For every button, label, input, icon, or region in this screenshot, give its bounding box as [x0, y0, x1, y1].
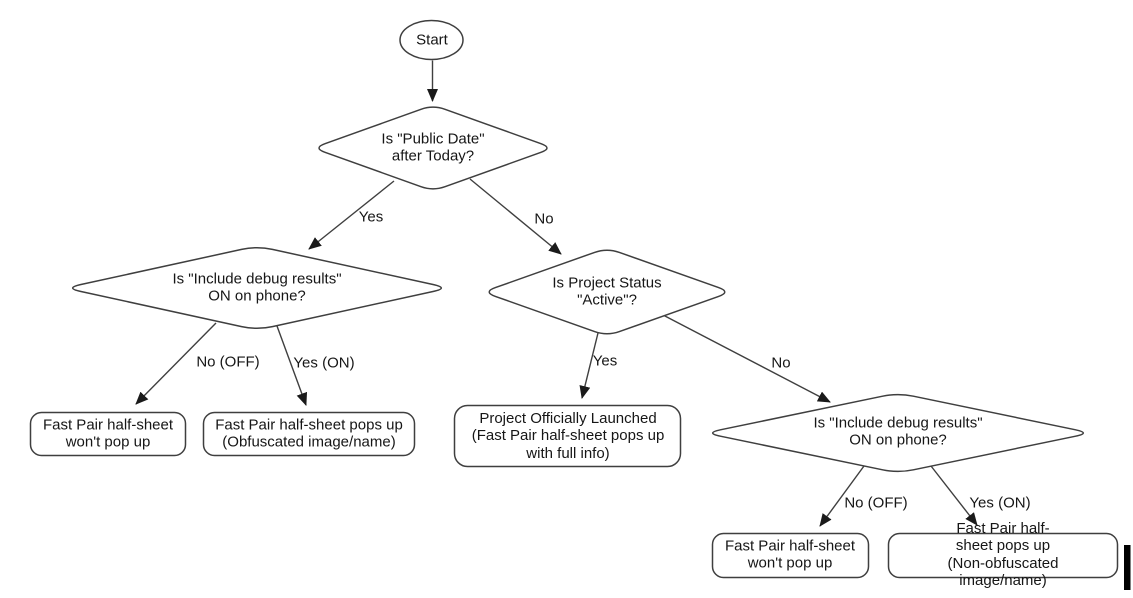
outcome-obfuscated-label: Fast Pair half-sheet pops up (Obfuscated… — [215, 416, 403, 451]
decision-debug-left-label: Is "Include debug results" ON on phone? — [172, 270, 342, 305]
start-node — [399, 19, 464, 61]
edge-label-project-status-no: No — [771, 354, 791, 372]
outcome-non-obfuscated — [887, 532, 1119, 579]
decision-public-date — [318, 106, 548, 190]
decision-project-status-label: Is Project Status "Active"? — [552, 274, 662, 309]
decision-debug-left — [71, 246, 443, 330]
decision-debug-right — [711, 393, 1085, 473]
outcome-non-obfuscated-label: Fast Pair half-sheet pops up (Non-obfusc… — [947, 520, 1059, 590]
arrow-public-date-yes — [308, 180, 395, 250]
outcome-launched-label: Project Officially Launched (Fast Pair h… — [471, 409, 665, 462]
arrow-project-status-yes — [579, 332, 599, 399]
outcome-obfuscated — [202, 411, 416, 457]
edge-label-debug-left-no: No (OFF) — [196, 353, 260, 371]
arrow-debug-right-yes — [930, 465, 978, 526]
arrow-debug-left-yes — [276, 325, 308, 406]
arrow-debug-left-no — [135, 322, 217, 405]
arrow-project-status-no — [662, 314, 831, 403]
edge-label-project-status-yes: Yes — [592, 352, 618, 370]
edge-label-public-date-no: No — [534, 210, 554, 228]
edge-label-public-date-yes: Yes — [358, 208, 384, 226]
arrow-public-date-no — [469, 178, 562, 255]
edge-label-debug-right-no: No (OFF) — [844, 494, 908, 512]
decision-debug-right-label: Is "Include debug results" ON on phone? — [813, 414, 983, 449]
text-cursor — [1124, 545, 1131, 590]
decision-project-status — [488, 249, 726, 335]
outcome-launched — [453, 404, 682, 468]
outcome-no-popup-right — [711, 532, 870, 579]
decision-public-date-label: Is "Public Date" after Today? — [381, 130, 485, 165]
edge-label-debug-right-yes: Yes (ON) — [969, 494, 1031, 512]
start-label: Start — [416, 31, 448, 49]
edge-label-debug-left-yes: Yes (ON) — [293, 354, 355, 372]
outcome-no-popup-right-label: Fast Pair half-sheet won't pop up — [724, 537, 856, 572]
outcome-no-popup-left — [29, 411, 187, 457]
outcome-no-popup-left-label: Fast Pair half-sheet won't pop up — [42, 416, 174, 451]
arrow-debug-right-no — [819, 465, 865, 527]
